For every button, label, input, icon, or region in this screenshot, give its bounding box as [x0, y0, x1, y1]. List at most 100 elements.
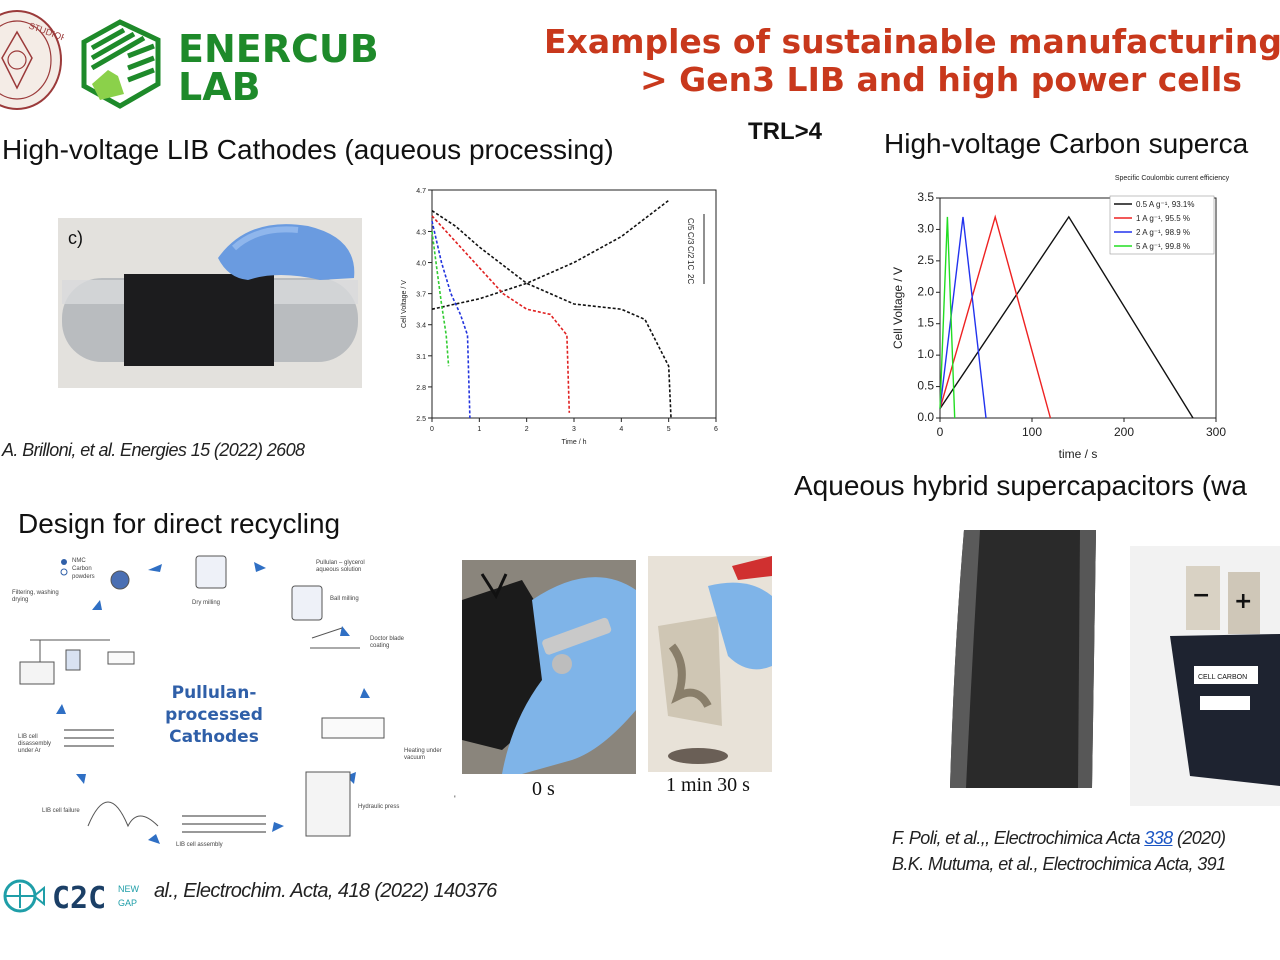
legend-label: 2C: [686, 274, 695, 284]
y-tick-label: 4.3: [416, 229, 426, 236]
photo-caption-0s: 0 s: [532, 778, 555, 800]
photo-caption-1min30s: 1 min 30 s: [666, 774, 750, 796]
arrow-icon: [148, 834, 160, 844]
y-axis-label: Cell Voltage / V: [401, 280, 408, 328]
step-label-heating: Heating under vacuum: [404, 748, 442, 761]
x-tick-label: 4: [619, 426, 623, 433]
photo-electrode-bag-1min30s: [648, 556, 772, 772]
x-axis-label: time / s: [1059, 447, 1098, 461]
y-tick-label: 3.1: [416, 354, 426, 361]
plot-frame: [939, 197, 1217, 419]
x-tick-label: 0: [430, 426, 434, 433]
arrow-icon: [340, 626, 350, 636]
series-line-4: [431, 231, 450, 367]
y-tick-label: 2.5: [917, 253, 934, 267]
legend-box: [1109, 195, 1215, 255]
cell-label: CELL CARBON: [1198, 674, 1247, 681]
c2c-logo-sub2: GAP: [118, 898, 137, 908]
y-tick-label: 2.8: [416, 385, 426, 392]
series-line-0: [431, 210, 672, 419]
photo-coated-electrode: c): [58, 218, 362, 388]
arrow-icon: [76, 774, 86, 784]
legend-label-2: 2 A g⁻¹, 98.9 %: [1136, 228, 1190, 237]
c2c-newgap-logo: C2C NEW GAP: [0, 876, 152, 916]
step-label-cell-failure: LIB cell failure: [42, 808, 80, 814]
university-seal: STUDIORUM: [0, 8, 82, 112]
photo-panel-label: c): [68, 228, 83, 248]
arrow-icon: [254, 562, 266, 572]
y-tick-label: 1.5: [917, 316, 934, 330]
y-tick-label: 3.5: [917, 190, 934, 204]
series-line-0: [939, 215, 1194, 419]
citation-poli-volume-link[interactable]: 338: [1144, 828, 1173, 848]
series-line-2: [431, 215, 571, 413]
y-tick-label: 2.5: [416, 416, 426, 423]
y-tick-label: 3.4: [416, 323, 426, 330]
x-tick-label: 6: [714, 426, 718, 433]
c2c-logo-text: C2C: [52, 881, 106, 916]
arrow-icon: [272, 822, 284, 832]
photo-supercap-cell: − + CELL CARBON: [1130, 546, 1280, 806]
citation-brilloni: A. Brilloni, et al. Energies 15 (2022) 2…: [2, 440, 305, 460]
step-label-cell-assembly: LIB cell assembly: [176, 842, 223, 848]
series-line-1: [939, 214, 1052, 419]
step-label-hydraulic-press: Hydraulic press: [358, 804, 400, 810]
legend-header: Specific Coulombic current efficiency: [1115, 175, 1230, 182]
legend-label-0: 0.5 A g⁻¹, 93.1%: [1136, 200, 1194, 209]
y-tick-label: 4.0: [416, 261, 426, 268]
step-label-doctor-blade: Doctor blade coating: [370, 636, 405, 649]
section-title-hybrid: Aqueous hybrid supercapacitors (wa: [794, 470, 1247, 501]
y-tick-label: 0.0: [917, 410, 934, 424]
step-label-disassembly: LIB cell disassembly under Ar: [18, 734, 52, 754]
step-label-dry-milling: Dry milling: [192, 600, 221, 606]
small-mark: ': [454, 794, 456, 804]
arrow-icon: [56, 704, 66, 714]
y-tick-label: 4.7: [416, 188, 426, 195]
step-label-pullulan-solution: Pullulan – glycerol aqueous solution: [316, 560, 365, 573]
enercube-lab-logo: ENERCUBE LAB: [78, 12, 405, 112]
minus-terminal: −: [1192, 583, 1210, 608]
legend-label-3: 5 A g⁻¹, 99.8 %: [1136, 242, 1190, 251]
y-axis-label: Cell Voltage / V: [891, 267, 905, 349]
section-title-recycling: Design for direct recycling: [18, 508, 341, 539]
step-label-powders: powders: [72, 574, 95, 580]
legend-label: C/5: [686, 218, 695, 231]
legend-label: C/2: [686, 246, 695, 259]
y-tick-label: 1.0: [917, 347, 934, 361]
x-tick-label: 300: [1206, 425, 1226, 439]
trl-label: TRL>4: [748, 118, 823, 145]
section-title-supercap: High-voltage Carbon superca: [884, 128, 1249, 159]
plus-terminal: +: [1234, 589, 1252, 614]
slide-title-line2: > Gen3 LIB and high power cells: [640, 60, 1242, 99]
x-tick-label: 2: [525, 426, 529, 433]
slide-title-line1: Examples of sustainable manufacturing: [544, 22, 1280, 61]
citation-poli-suffix: (2020): [1176, 828, 1226, 848]
x-tick-label: 3: [572, 426, 576, 433]
section-title-cathodes: High-voltage LIB Cathodes (aqueous proce…: [2, 134, 614, 165]
y-tick-label: 3.7: [416, 292, 426, 299]
legend-label-1: 1 A g⁻¹, 95.5 %: [1136, 214, 1190, 223]
arrow-icon: [148, 564, 162, 572]
series-line-1: [431, 199, 670, 310]
series-line-2: [939, 216, 987, 419]
y-tick-label: 3.0: [917, 221, 934, 235]
diagram-center-label: Pullulan-processed Cathodes: [165, 683, 263, 747]
citation-c2c: al., Electrochim. Acta, 418 (2022) 14037…: [154, 880, 497, 902]
step-label-filtering: Filtering, washing drying: [12, 590, 59, 603]
logo-text-lab: LAB: [178, 65, 261, 109]
citation-poli-prefix: F. Poli, et al.,, Electrochimica Acta: [892, 828, 1141, 848]
photo-carbon-electrode: [950, 530, 1100, 788]
arrow-icon: [92, 600, 102, 610]
step-label-carbon: Carbon: [72, 566, 92, 572]
step-label-nmc: NMC: [72, 558, 86, 564]
recycling-process-diagram: NMC Carbon powders Dry milling Pullulan …: [0, 548, 456, 858]
c2c-logo-sub1: NEW: [118, 884, 140, 894]
x-tick-label: 100: [1022, 425, 1042, 439]
citation-poli: F. Poli, et al.,, Electrochimica Acta 33…: [892, 828, 1226, 849]
x-tick-label: 200: [1114, 425, 1134, 439]
photo-electrode-clip-0s: [462, 560, 636, 774]
citation-mutuma: B.K. Mutuma, et al., Electrochimica Acta…: [892, 854, 1226, 874]
y-tick-label: 0.5: [917, 379, 934, 393]
